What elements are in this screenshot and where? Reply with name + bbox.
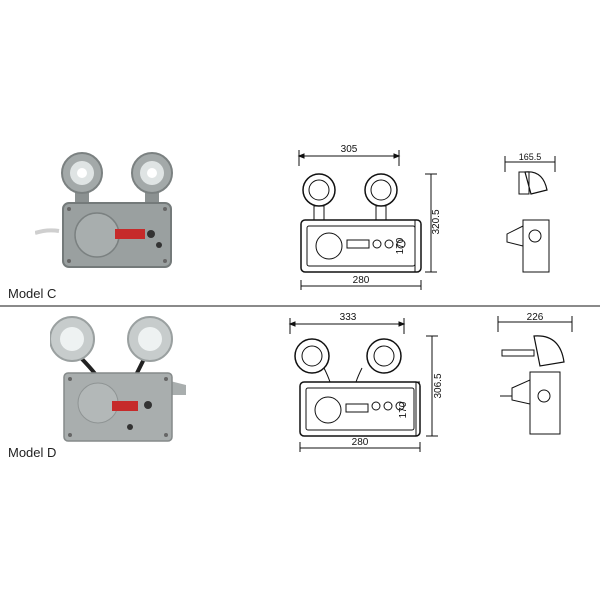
dim-front-height: 306.5 bbox=[433, 373, 444, 398]
dim-front-width: 305 bbox=[341, 144, 358, 155]
model-c-label: Model C bbox=[8, 286, 57, 301]
dim-box-width: 280 bbox=[352, 437, 369, 448]
lamp-head-right bbox=[131, 152, 173, 203]
model-c-front-drawing: 305 320.5 170 280 bbox=[297, 144, 442, 290]
dim-front-width: 333 bbox=[340, 312, 357, 323]
housing bbox=[63, 372, 186, 442]
model-d-photo bbox=[50, 316, 186, 442]
cable bbox=[35, 228, 60, 235]
model-c-photo bbox=[35, 152, 173, 268]
model-d-front-drawing: 333 306.5 170 280 bbox=[288, 312, 444, 452]
red-display bbox=[112, 401, 138, 411]
lamp-head-left bbox=[50, 316, 95, 362]
housing bbox=[62, 202, 172, 268]
lamp-head-left bbox=[61, 152, 103, 203]
model-c-side-drawing: 165.5 bbox=[504, 152, 556, 273]
dim-box-height: 170 bbox=[398, 401, 409, 418]
dim-box-width: 280 bbox=[353, 275, 370, 286]
model-d-side-drawing: 226 bbox=[497, 312, 573, 435]
dim-side-width: 165.5 bbox=[519, 152, 542, 162]
dim-front-height: 320.5 bbox=[431, 209, 442, 234]
dim-box-height: 170 bbox=[395, 237, 406, 254]
lamp-head-right bbox=[127, 316, 173, 362]
model-d-label: Model D bbox=[8, 445, 57, 460]
section-divider bbox=[0, 305, 600, 307]
red-display bbox=[115, 229, 145, 239]
dim-side-width: 226 bbox=[527, 312, 544, 323]
